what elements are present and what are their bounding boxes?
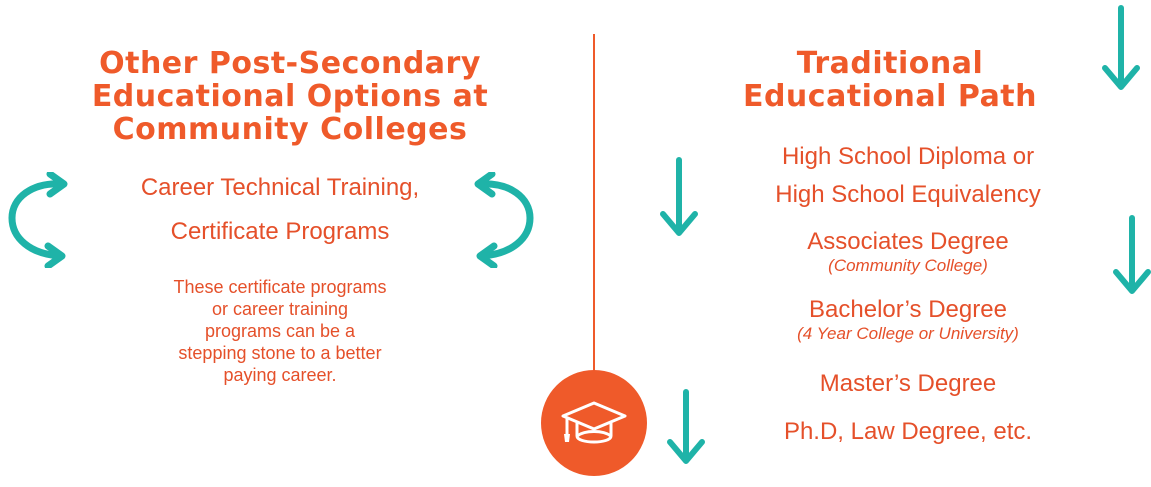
description-line: stepping stone to a better <box>178 343 382 363</box>
step-bachelors: Bachelor’s Degree (4 Year College or Uni… <box>708 296 1108 344</box>
description-line: programs can be a <box>204 321 356 341</box>
down-arrow-icon <box>660 157 698 236</box>
step-masters: Master’s Degree <box>708 370 1108 398</box>
step-line: Ph.D, Law Degree, etc. <box>783 418 1033 445</box>
program-description: These certificate programs or career tra… <box>80 276 480 386</box>
left-heading-line: Educational Options at <box>91 79 489 114</box>
down-arrow-icon <box>667 389 705 464</box>
curved-cycle-arrow-icon <box>8 172 68 268</box>
program-line: Certificate Programs <box>170 218 390 245</box>
description-line: paying career. <box>223 365 337 385</box>
left-heading-line: Community Colleges <box>112 112 468 147</box>
step-note: (4 Year College or University) <box>797 324 1019 343</box>
description-line: or career training <box>211 299 349 319</box>
step-line: Associates Degree <box>807 228 1009 255</box>
step-high-school: High School Diploma or High School Equiv… <box>708 143 1108 209</box>
graduation-cap-badge <box>541 370 647 476</box>
step-note: (Community College) <box>828 256 988 275</box>
step-phd: Ph.D, Law Degree, etc. <box>708 418 1108 446</box>
program-title: Career Technical Training, Certificate P… <box>80 174 480 246</box>
step-line: High School Equivalency <box>775 181 1041 208</box>
step-line: High School Diploma or <box>781 143 1035 170</box>
down-arrow-icon <box>1113 215 1151 294</box>
right-heading-line: Traditional <box>796 46 984 81</box>
right-heading-line: Educational Path <box>742 79 1038 114</box>
down-arrow-icon <box>1102 5 1140 90</box>
program-line: Career Technical Training, <box>140 174 420 201</box>
curved-cycle-arrow-icon <box>474 172 534 268</box>
center-divider <box>593 34 595 374</box>
left-heading-line: Other Post-Secondary <box>99 46 481 81</box>
graduation-cap-icon <box>561 401 627 444</box>
step-line: Bachelor’s Degree <box>809 296 1007 323</box>
description-line: These certificate programs <box>173 277 387 297</box>
step-line: Master’s Degree <box>819 370 997 397</box>
left-heading: Other Post-Secondary Educational Options… <box>40 47 540 146</box>
step-associates: Associates Degree (Community College) <box>708 228 1108 276</box>
right-heading: Traditional Educational Path <box>690 47 1090 113</box>
